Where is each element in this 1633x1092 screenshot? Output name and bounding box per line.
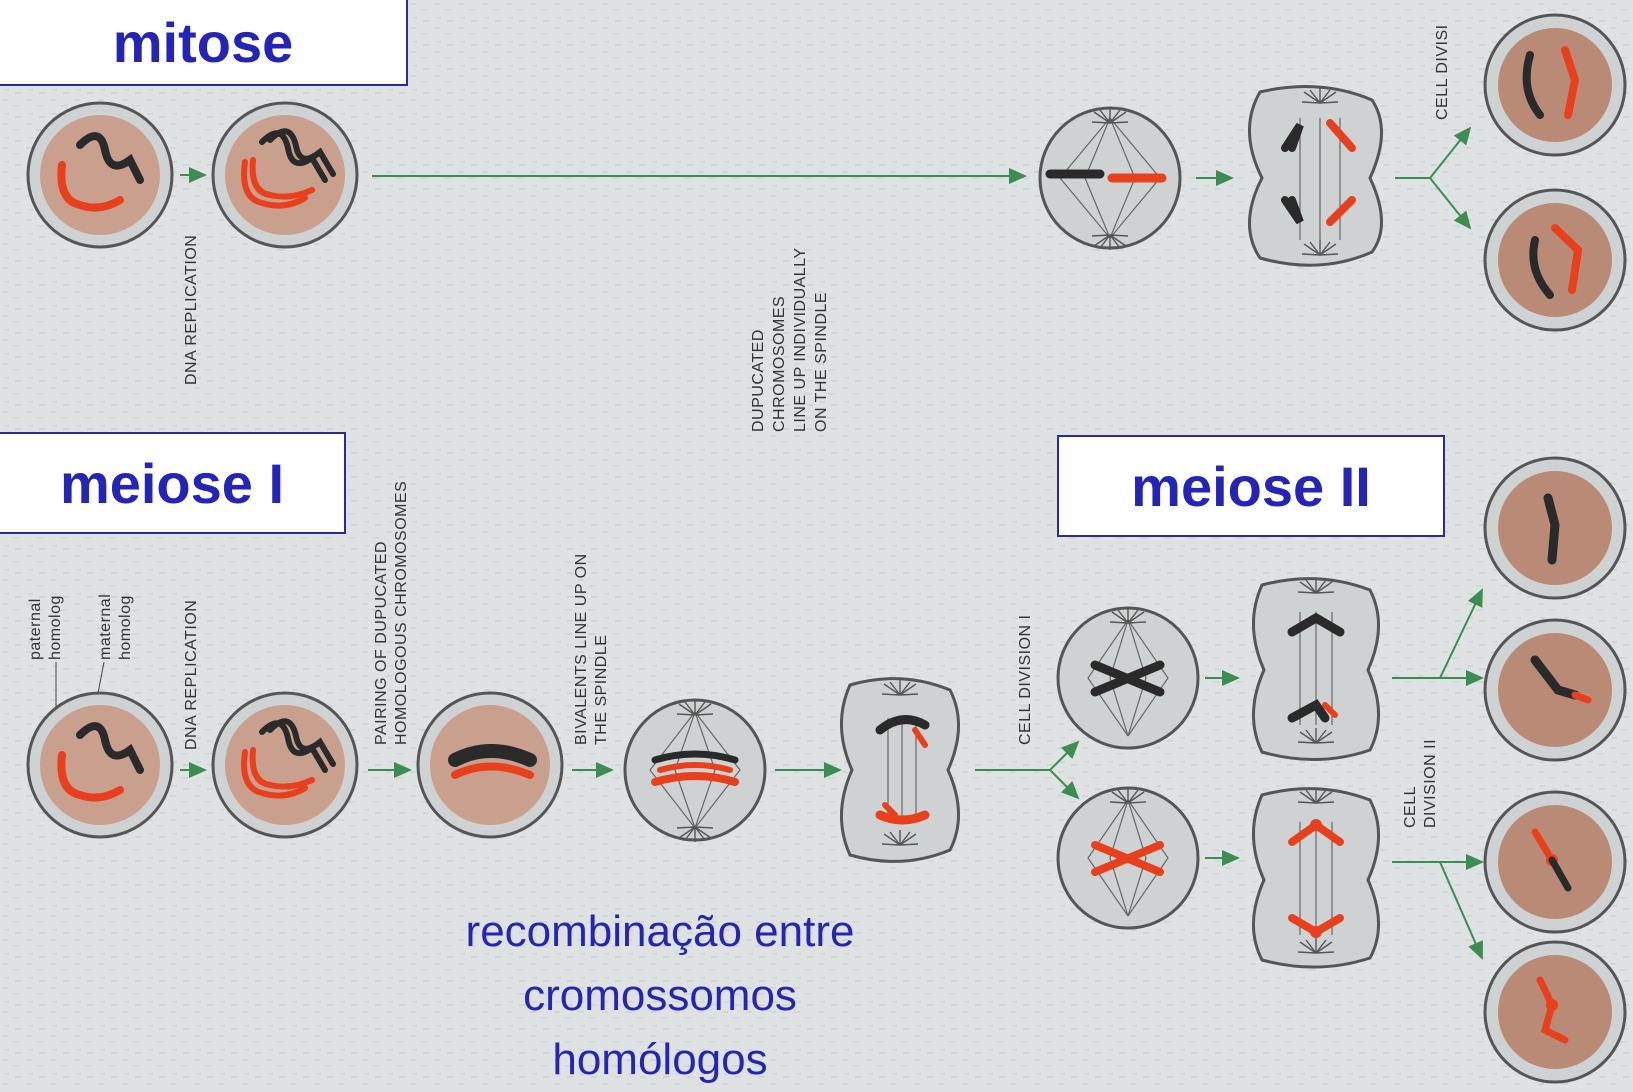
note-line-2: cromossomos: [400, 964, 920, 1028]
meiosis-cell-initial: [28, 693, 172, 837]
gamete-cell-1: [1485, 458, 1625, 598]
meiosis2-cell-bottom-anaphase: [1253, 788, 1378, 967]
label-line-up-2: CHROMOSOMES: [771, 296, 788, 432]
label-line-up-4: ON THE SPINDLE: [813, 292, 830, 432]
label-cell-division-1: CELL DIVISION I: [1017, 615, 1034, 746]
label-paternal-1: paternal: [27, 598, 44, 660]
title-meiose-ii: meiose II: [1057, 435, 1445, 537]
title-meiose-i: meiose I: [0, 432, 346, 534]
meiosis-cell-anaphase-1: [841, 679, 958, 862]
label-bivalents-1: BIVALENTS LINE UP ON: [573, 553, 590, 745]
title-meiose-i-text: meiose I: [60, 451, 284, 516]
label-maternal-2: homolog: [117, 595, 134, 660]
label-maternal-1: maternal: [97, 594, 114, 660]
label-line-up-1: DUPUCATED: [750, 329, 767, 432]
label-pairing-1: PAIRING OF DUPUCATED: [373, 541, 390, 745]
label-bivalents-2: THE SPINDLE: [593, 635, 610, 745]
meiosis-cell-paired: [418, 693, 562, 837]
label-cell-division-mitosis: CELL DIVISI: [1434, 24, 1451, 120]
mitosis-cell-metaphase: [1040, 108, 1180, 250]
label-dna-replication-meiosis: DNA REPLICATION: [183, 600, 200, 750]
meiosis2-cell-bottom-metaphase: [1058, 788, 1198, 928]
label-paternal-2: homolog: [47, 595, 64, 660]
meiosis-cell-replicated: [213, 693, 357, 837]
meiosis-cell-metaphase-1: [625, 700, 765, 842]
label-line-up-3: LINE UP INDIVIDUALLY: [792, 247, 809, 432]
title-mitose-text: mitose: [113, 10, 294, 75]
label-cell-division-2-a: CELL: [1402, 786, 1419, 828]
label-cell-division-2-b: DIVISION II: [1422, 739, 1439, 828]
gamete-cell-4: [1485, 942, 1625, 1082]
meiosis2-cell-top-metaphase: [1058, 608, 1198, 748]
mitosis-cell-anaphase: [1249, 87, 1381, 266]
gamete-cell-3: [1485, 792, 1625, 932]
mitosis-cell-initial: [28, 103, 172, 247]
title-meiose-ii-text: meiose II: [1131, 454, 1371, 519]
mitosis-daughter-cell-top: [1485, 15, 1625, 155]
meiosis2-cell-top-anaphase: [1253, 578, 1378, 760]
label-dna-replication-mitosis: DNA REPLICATION: [183, 235, 200, 385]
mitosis-cell-replicated: [213, 103, 357, 247]
label-pairing-2: HOMOLOGOUS CHROMOSOMES: [393, 481, 410, 745]
title-mitose: mitose: [0, 0, 408, 86]
mitosis-daughter-cell-bottom: [1485, 190, 1625, 330]
note-line-1: recombinação entre: [400, 900, 920, 964]
recombination-note: recombinação entre cromossomos homólogos: [400, 900, 920, 1092]
note-line-3: homólogos: [400, 1028, 920, 1092]
gamete-cell-2: [1485, 620, 1625, 760]
